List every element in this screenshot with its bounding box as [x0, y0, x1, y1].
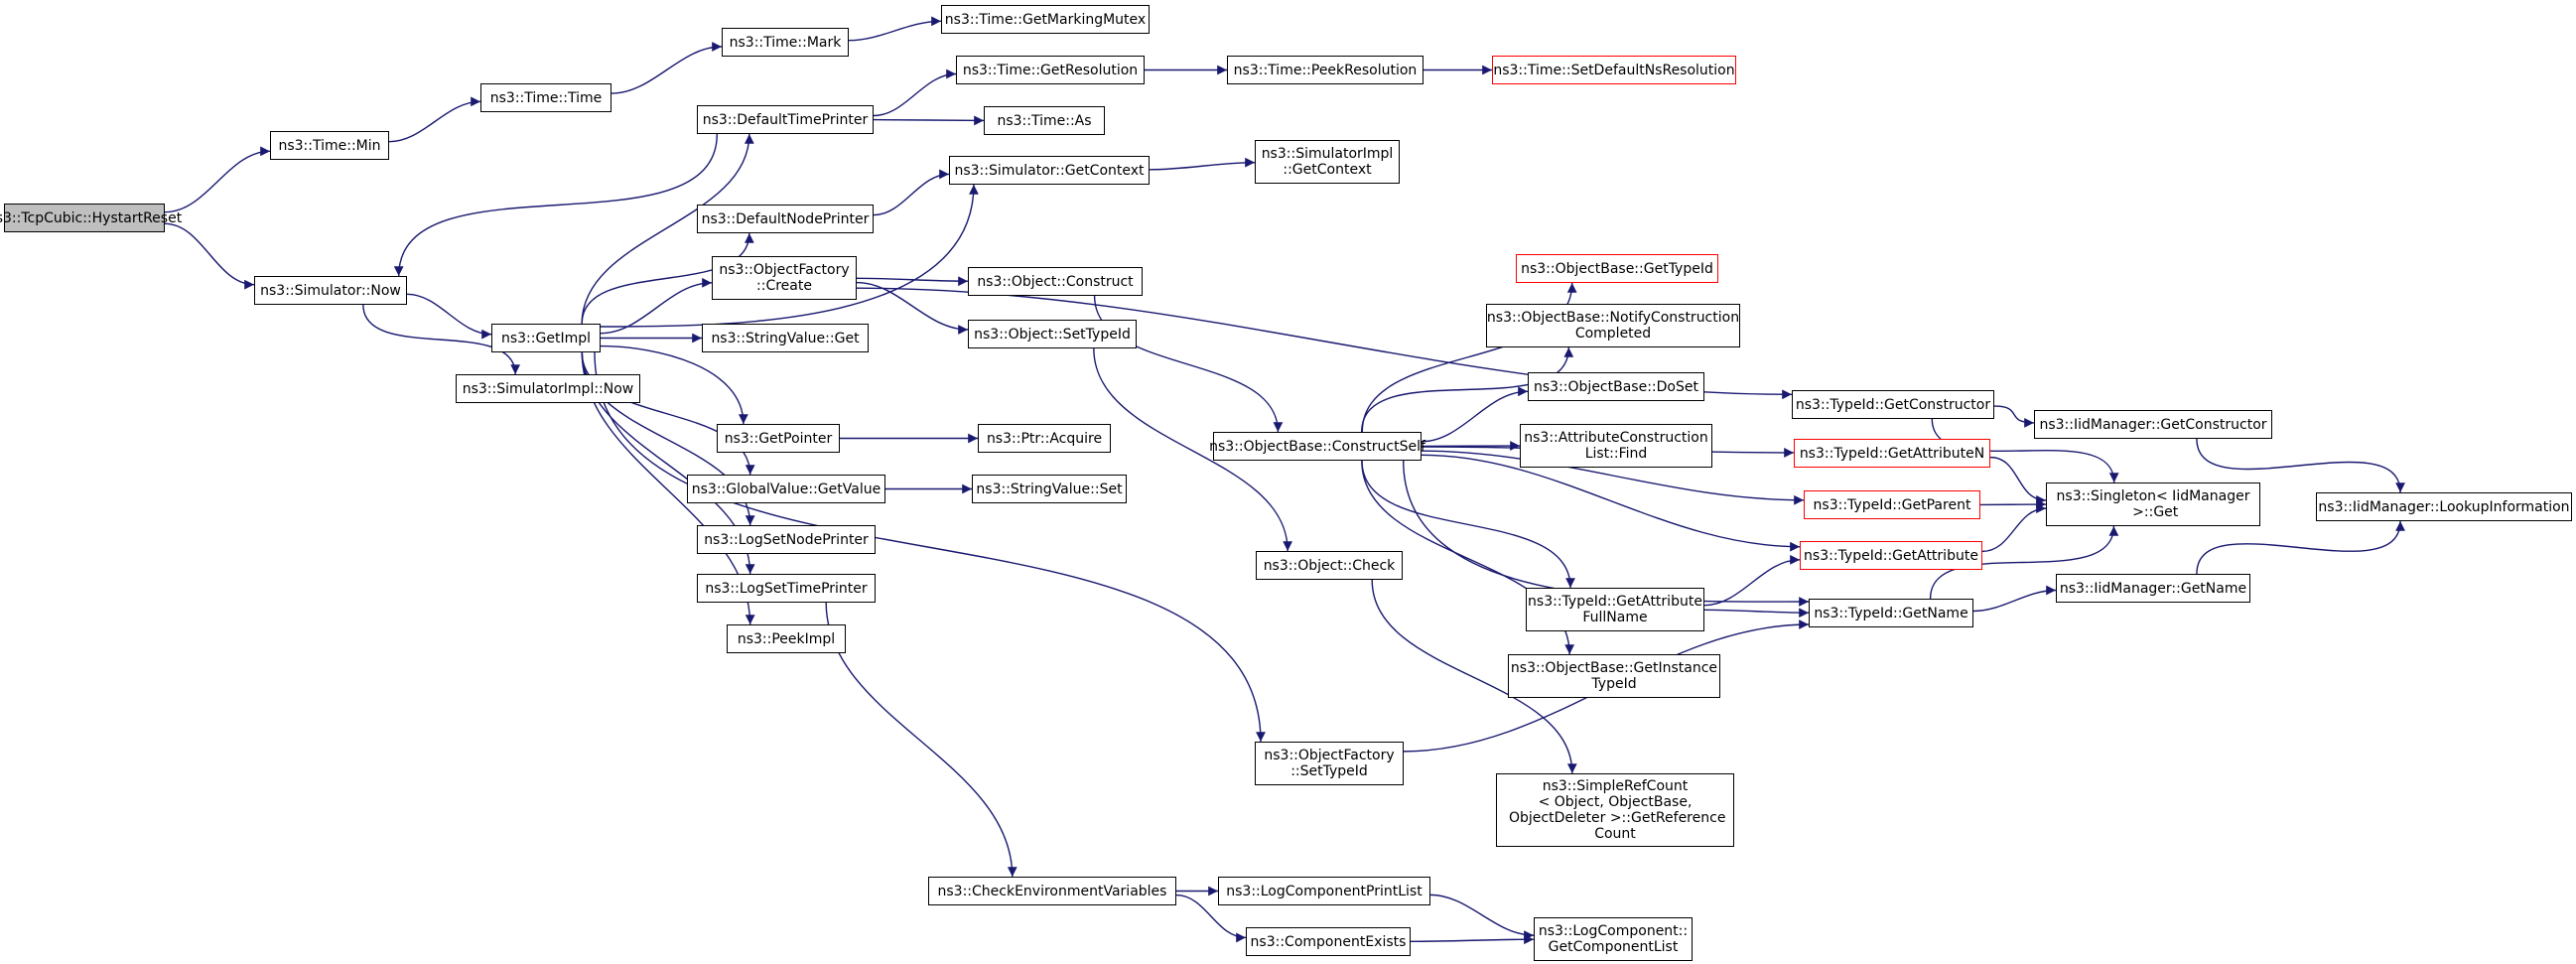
graph-node-compexists[interactable]: ns3::ComponentExists [1246, 927, 1411, 956]
graph-node-obgettypeid[interactable]: ns3::ObjectBase::GetTypeId [1516, 254, 1718, 283]
edge-deftimeprinter-to-getres [873, 69, 957, 117]
graph-node-logsetnode[interactable]: ns3::LogSetNodePrinter [697, 525, 876, 554]
edge-tidgetctor-to-iidgetctor [1993, 405, 2035, 428]
graph-node-simgetctx[interactable]: ns3::Simulator::GetContext [949, 156, 1150, 185]
edge-tidgetattrn-to-singletonget [1989, 456, 2047, 505]
edge-obconstructself-to-tidgetname [1403, 460, 1810, 607]
edge-timemark-to-getmarkmutex [848, 16, 942, 42]
edge-objconstruct-to-obconstructself [1093, 295, 1284, 433]
graph-node-getimpl[interactable]: ns3::GetImpl [491, 324, 601, 352]
graph-node-objsettypeid[interactable]: ns3::Object::SetTypeId [968, 320, 1137, 348]
graph-node-tidgetname[interactable]: ns3::TypeId::GetName [1809, 599, 1973, 627]
graph-node-iidgetctor[interactable]: ns3::IidManager::GetConstructor [2034, 410, 2272, 439]
edge-logcompprint-to-logcompget [1429, 894, 1535, 941]
graph-node-obnotify[interactable]: ns3::ObjectBase::NotifyConstruction Comp… [1486, 304, 1740, 347]
graph-node-objconstruct[interactable]: ns3::Object::Construct [968, 267, 1143, 296]
graph-node-peekimpl[interactable]: ns3::PeekImpl [727, 624, 846, 653]
graph-node-iidlookup[interactable]: ns3::IidManager::LookupInformation [2316, 492, 2572, 521]
graph-node-getmarkmutex[interactable]: ns3::Time::GetMarkingMutex [941, 5, 1150, 34]
edge-tidgetattrfull-to-tidgetname [1703, 608, 1810, 619]
graph-node-tidgetattrn[interactable]: ns3::TypeId::GetAttributeN [1794, 439, 1990, 468]
graph-node-tidgetattr[interactable]: ns3::TypeId::GetAttribute [1800, 541, 1982, 570]
graph-node-objcheck[interactable]: ns3::Object::Check [1256, 551, 1403, 580]
edge-getimpl-to-objfactcreate [600, 277, 713, 335]
edge-simnow-to-simimplnow [362, 304, 521, 375]
edge-defnodeprinter-to-simgetctx [873, 169, 950, 216]
edge-tidgetname-to-singletonget [1929, 525, 2119, 600]
edge-getimpl-to-defnodeprinter [581, 232, 754, 325]
edge-getimpl-to-simgetctx [600, 184, 979, 328]
edge-objfactcreate-to-objconstruct [856, 276, 969, 287]
edge-getimpl-to-deftimeprinter [581, 133, 754, 325]
graph-node-tidgetattrfull[interactable]: ns3::TypeId::GetAttribute FullName [1526, 588, 1704, 631]
edge-obconstructself-to-obdoset [1421, 386, 1529, 443]
graph-node-simnow[interactable]: ns3::Simulator::Now [254, 276, 407, 305]
graph-node-timemark[interactable]: ns3::Time::Mark [722, 28, 849, 57]
edge-obconstructself-to-tidgetattrfull [1361, 460, 1575, 589]
graph-node-logsettime[interactable]: ns3::LogSetTimePrinter [697, 574, 876, 603]
graph-node-setdefns[interactable]: ns3::Time::SetDefaultNsResolution [1492, 56, 1736, 84]
graph-node-checkenv[interactable]: ns3::CheckEnvironmentVariables [928, 877, 1176, 905]
graph-node-attrfind[interactable]: ns3::AttributeConstruction List::Find [1520, 424, 1712, 468]
edge-obconstructself-to-obnotify [1361, 346, 1574, 433]
edge-objcheck-to-simplerefcount [1371, 579, 1577, 774]
edge-tidgetname-to-iidgetname [1972, 585, 2057, 613]
graph-node-timeas[interactable]: ns3::Time::As [984, 106, 1105, 135]
graph-node-logcompget[interactable]: ns3::LogComponent:: GetComponentList [1534, 917, 1693, 961]
edge-tidgetctor-to-singletonget [1931, 418, 2119, 483]
graph-node-obgetinst[interactable]: ns3::ObjectBase::GetInstance TypeId [1508, 654, 1720, 698]
graph-node-strvalset[interactable]: ns3::StringValue::Set [972, 475, 1127, 503]
edge-timetime-to-timemark [610, 42, 723, 94]
graph-node-tidgetparent[interactable]: ns3::TypeId::GetParent [1804, 490, 1980, 519]
graph-node-ofsettypeid[interactable]: ns3::ObjectFactory ::SetTypeId [1255, 742, 1404, 785]
edge-objfactcreate-to-objsettypeid [856, 281, 969, 335]
graph-node-objfactcreate[interactable]: ns3::ObjectFactory ::Create [712, 256, 857, 300]
edge-timemin-to-timetime [388, 96, 481, 143]
graph-node-defnodeprinter[interactable]: ns3::DefaultNodePrinter [697, 205, 874, 233]
graph-node-logcompprint[interactable]: ns3::LogComponentPrintList [1218, 877, 1430, 905]
graph-node-deftimeprinter[interactable]: ns3::DefaultTimePrinter [697, 105, 874, 134]
graph-node-singletonget[interactable]: ns3::Singleton< IidManager >::Get [2046, 482, 2260, 526]
graph-node-simplerefcount[interactable]: ns3::SimpleRefCount < Object, ObjectBase… [1496, 773, 1734, 847]
graph-node-obdoset[interactable]: ns3::ObjectBase::DoSet [1528, 372, 1704, 401]
edge-deftimeprinter-to-timeas [873, 115, 985, 126]
graph-node-hystart: ns3::TcpCubic::HystartReset [0, 204, 182, 232]
edge-tidgetattr-to-singletonget [1981, 503, 2047, 553]
edge-simnow-to-getimpl [406, 293, 492, 340]
edge-iidgetname-to-iidlookup [2196, 520, 2405, 575]
graph-node-getpointer[interactable]: ns3::GetPointer [717, 424, 840, 453]
graph-node-getres[interactable]: ns3::Time::GetResolution [956, 56, 1145, 84]
edge-iidgetctor-to-iidlookup [2196, 438, 2405, 493]
edge-obconstructself-to-tidgetattr [1421, 454, 1801, 552]
graph-node-ptracquire[interactable]: ns3::Ptr::Acquire [978, 424, 1111, 453]
graph-node-gvgetvalue[interactable]: ns3::GlobalValue::GetValue [687, 475, 885, 503]
graph-node-timemin[interactable]: ns3::Time::Min [270, 131, 389, 160]
edge-logsettime-to-checkenv [825, 602, 1017, 878]
edge-hystart-to-simnow [164, 222, 255, 290]
edge-simgetctx-to-simimplgetctx [1149, 157, 1256, 171]
edge-getimpl-to-getpointer [600, 344, 748, 425]
edge-checkenv-to-compexists [1175, 894, 1247, 943]
graph-node-tidgetctor[interactable]: ns3::TypeId::GetConstructor [1792, 390, 1994, 419]
graph-node-simimplgetctx[interactable]: ns3::SimulatorImpl ::GetContext [1255, 140, 1400, 184]
graph-node-peekres[interactable]: ns3::Time::PeekResolution [1227, 56, 1424, 84]
graph-node-obconstructself[interactable]: ns3::ObjectBase::ConstructSelf [1209, 432, 1425, 461]
edge-tidgetattrfull-to-tidgetattr [1703, 554, 1801, 607]
graph-node-iidgetname[interactable]: ns3::IidManager::GetName [2056, 574, 2250, 603]
edge-compexists-to-logcompget [1410, 934, 1535, 945]
graph-node-timetime[interactable]: ns3::Time::Time [480, 83, 611, 112]
edge-obconstructself-to-tidgetparent [1421, 450, 1805, 505]
edge-deftimeprinter-to-simnow [393, 133, 718, 277]
edge-objsettypeid-to-objcheck [1093, 347, 1293, 552]
edge-getimpl-to-ofsettypeid [594, 351, 1266, 743]
graph-node-strvalget[interactable]: ns3::StringValue::Get [702, 324, 869, 352]
edge-hystart-to-timemin [164, 146, 271, 213]
graph-node-simimplnow[interactable]: ns3::SimulatorImpl::Now [456, 374, 640, 403]
